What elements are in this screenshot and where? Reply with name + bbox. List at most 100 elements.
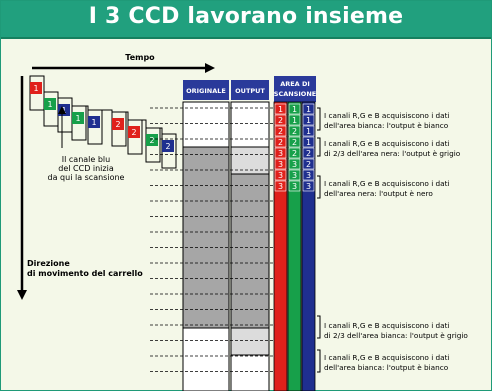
scan-number: 2: [292, 127, 297, 136]
scan-cell: [274, 103, 287, 115]
blue-note-1: Il canale blu: [62, 155, 110, 164]
scan-number: 2: [306, 160, 311, 169]
annotation-4-line-2: di 2/3 dell'area bianca: l'output è grig…: [324, 331, 468, 340]
scan-cell: [302, 125, 315, 137]
row-guides: [150, 107, 274, 372]
scan-cell: [302, 169, 315, 181]
blue-note-3: da qui la scansione: [48, 173, 125, 182]
scan-number: 3: [292, 171, 297, 180]
annotation-4-line-1: I canali R,G e B acquisiscono i dati: [324, 321, 450, 330]
scan-cell: [274, 125, 287, 137]
ccd-cell-blue: 1: [57, 97, 73, 133]
scan-number: 3: [306, 182, 311, 191]
scan-number: 1: [306, 116, 311, 125]
scan-cell: [288, 158, 301, 170]
scan-cell: [302, 136, 315, 148]
scan-number: 1: [278, 105, 283, 114]
scan-number: 3: [278, 160, 283, 169]
scan-cell: [274, 147, 287, 159]
scan-number: 3: [292, 182, 297, 191]
output-column: [230, 101, 270, 391]
annotation-3-line-1: I canali R,G e B acquisiscono i dati: [324, 179, 450, 188]
scan-cell: [274, 114, 287, 126]
ccd-diagram: Tempo Direzione di movimento del carrell…: [17, 53, 468, 391]
svg-text:1: 1: [75, 114, 80, 123]
scan-cell: [288, 147, 301, 159]
scan-number: 3: [306, 171, 311, 180]
annotation-2-line-2: di 2/3 dell'area nera: l'output è grigio: [324, 149, 461, 158]
ccd-cell-blue: 1: [87, 109, 103, 145]
scan-number: 2: [292, 149, 297, 158]
original-column: [182, 101, 230, 391]
svg-text:1: 1: [91, 118, 96, 127]
scan-number: 2: [292, 138, 297, 147]
annotation-1-line-2: dell'area bianca: l'output è bianco: [324, 121, 449, 130]
scan-number: 2: [278, 138, 283, 147]
scan-number: 1: [306, 127, 311, 136]
scan-cell: [302, 180, 315, 192]
ccd-cell-green: 2: [145, 127, 161, 163]
scan-cell: [288, 180, 301, 192]
ccd-cell-blue: 2: [161, 133, 177, 169]
annotation-marks: [317, 107, 321, 373]
original-header-bg: [183, 80, 229, 100]
scan-cell: [288, 114, 301, 126]
annotation-5-line-2: dell'area bianca: l'output è bianco: [324, 363, 449, 372]
direction-label-2: di movimento del carrello: [27, 269, 143, 278]
scan-cell: [288, 125, 301, 137]
direction-label-1: Direzione: [27, 259, 70, 268]
svg-text:2: 2: [115, 120, 120, 129]
scan-cell: [302, 158, 315, 170]
ccd-cell-red: 2: [127, 119, 143, 155]
svg-text:2: 2: [149, 136, 154, 145]
ccd-cell-red: 1: [29, 75, 45, 111]
annotation-3-line-2: dell'area nera: l'output è nero: [324, 189, 433, 198]
scan-cell: [288, 169, 301, 181]
svg-text:1: 1: [47, 100, 52, 109]
scan-cell: [288, 136, 301, 148]
figure-title: I 3 CCD lavorano insieme: [88, 4, 404, 29]
time-label: Tempo: [125, 53, 155, 62]
scan-number: 3: [292, 160, 297, 169]
title-bar: I 3 CCD lavorano insieme: [1, 1, 491, 39]
scan-header-bg: [274, 76, 316, 102]
scan-cell: [274, 180, 287, 192]
scan-number: 1: [306, 138, 311, 147]
scan-number: 2: [278, 127, 283, 136]
ccd-cell-green: 1: [71, 105, 87, 141]
scan-cell: [274, 158, 287, 170]
scan-cell: [302, 114, 315, 126]
svg-text:2: 2: [165, 142, 170, 151]
scan-header-2: SCANSIONE: [274, 90, 316, 98]
output-header: OUTPUT: [235, 87, 265, 95]
scan-number: 2: [306, 149, 311, 158]
scan-number: 3: [278, 149, 283, 158]
svg-text:1: 1: [33, 84, 38, 93]
annotation-1-line-1: I canali R,G e B acquisiscono i dati: [324, 111, 450, 120]
scan-number: 3: [278, 171, 283, 180]
scan-cell: [288, 103, 301, 115]
scan-number: 1: [292, 105, 297, 114]
scan-number: 2: [278, 116, 283, 125]
blue-note-2: del CCD inizia: [58, 164, 114, 173]
staircase-outline: [30, 75, 177, 154]
scan-cell: [274, 136, 287, 148]
scan-number: 3: [278, 182, 283, 191]
svg-text:2: 2: [131, 128, 136, 137]
scan-cell: [274, 169, 287, 181]
scan-number: 1: [306, 105, 311, 114]
annotation-5-line-1: I canali R,G e B acquisiscono i dati: [324, 353, 450, 362]
ccd-cell-red: 2: [111, 111, 127, 147]
time-arrow-head: [205, 63, 215, 73]
annotation-2-line-1: I canali R,G e B acquisiscono i dati: [324, 139, 450, 148]
scan-cell: [302, 103, 315, 115]
direction-arrow-head: [17, 290, 27, 300]
ccd-cell-green: 1: [43, 91, 59, 127]
blue-pointer-head: [58, 106, 66, 114]
scan-area: [273, 101, 316, 391]
scan-number: 1: [292, 116, 297, 125]
original-header: ORIGINALE: [186, 87, 226, 95]
output-header-bg: [231, 80, 269, 100]
scan-cell: [302, 147, 315, 159]
